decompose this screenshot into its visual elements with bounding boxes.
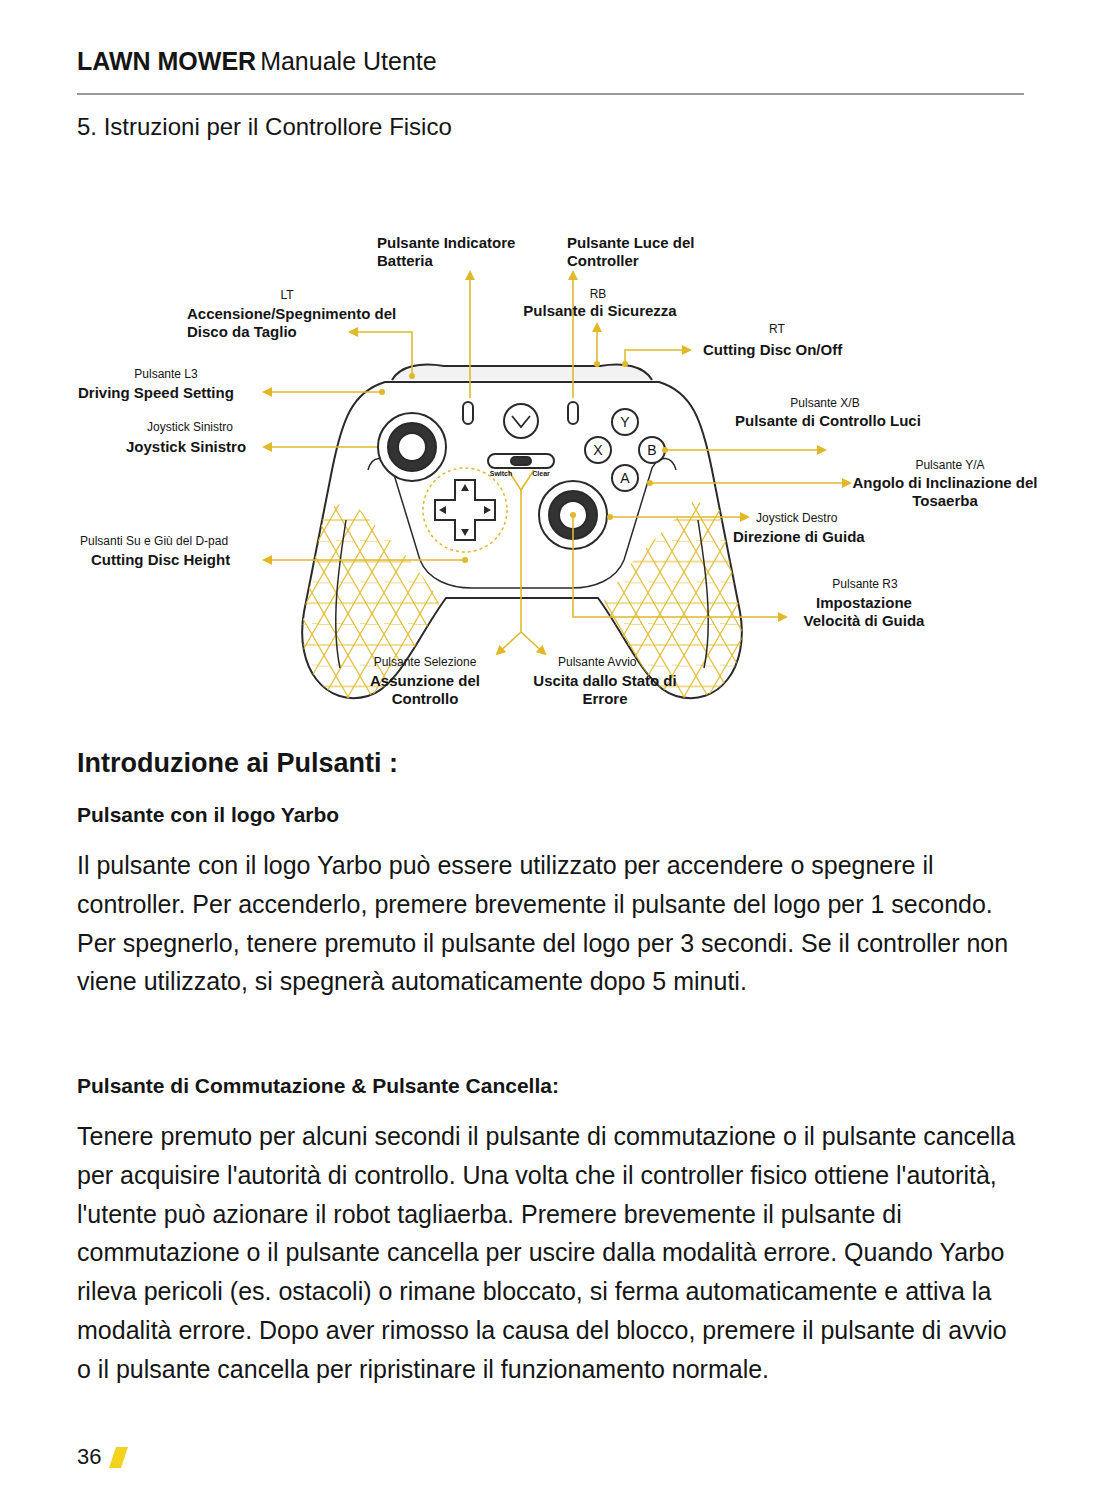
callout-label: Angolo di Inclinazione del Tosaerba [848,474,1042,509]
drawing-part [435,480,495,540]
callout-sublabel: Joystick Destro [756,511,876,525]
drawing-part [568,402,578,424]
drawing-part [639,437,665,463]
switch-marking: Clear [526,470,556,478]
drawing-part [462,557,468,563]
callout-label: Joystick Sinistro [126,438,262,456]
callout-sublabel: Pulsante R3 [820,577,910,591]
callout-label: Driving Speed Setting [78,384,263,402]
subheading: Pulsante di Commutazione & Pulsante Canc… [77,1074,977,1099]
page-header: LAWN MOWERManuale Utente [77,47,437,77]
drawing-part [439,484,491,536]
drawing-part [570,512,576,518]
button-letter: A [613,469,637,487]
drawing-part [521,632,545,654]
drawing-part [392,381,652,383]
page-number: 36 [77,1444,117,1470]
brand-name: LAWN MOWER [77,47,256,77]
drawing-part [625,350,690,364]
drawing-part [662,447,668,453]
drawing-part [612,465,638,491]
drawing-part [300,500,744,710]
drawing-part [300,365,744,710]
callout-sublabel: Pulsante L3 [110,367,222,381]
drawing-part [463,402,473,424]
callout-label: Assunzione del Controllo [358,672,492,707]
callout-sublabel: RB [583,287,613,301]
drawing-part [264,559,465,561]
body-paragraph: Tenere premuto per alcuni secondi il pul… [77,1117,1027,1389]
drawing-part [264,391,382,393]
drawing-part [264,272,850,654]
button-letter: B [640,441,664,459]
callout-label: Direzione di Guida [733,528,903,546]
drawing-part [264,446,377,448]
callout-sublabel: LT [272,288,302,302]
drawing-part [379,361,668,563]
drawing-part [511,457,531,465]
body-paragraph: Il pulsante con il logo Yarbo può essere… [77,846,1027,1001]
callout-sublabel: RT [764,322,790,336]
callout-label: Pulsante di Sicurezza [505,302,695,320]
drawing-part [392,365,652,380]
callout-label: Uscita dallo Stato di Errore [528,672,682,707]
callout-label: Cutting Disc Height [91,551,263,569]
callout-label: Accensione/Spegnimento del Disco da Tagl… [187,305,412,340]
callout-sublabel: Pulsante Selezione [362,655,488,669]
callout-sublabel: Pulsanti Su e Giù del D-pad [80,534,264,548]
button-letter: X [586,441,610,459]
drawing-part [612,409,638,435]
callout-sublabel: Pulsante X/B [775,396,875,410]
drawing-part [572,272,574,398]
drawing-part [520,490,522,632]
drawing-part [665,449,825,451]
drawing-part [585,437,611,463]
drawing-part [698,520,708,668]
drawing-part [423,468,507,552]
drawing-part [504,404,538,438]
drawing-part [594,361,600,367]
section-title: 5. Istruzioni per il Controllore Fisico [77,113,777,141]
drawing-part [77,93,1024,95]
drawing-part [512,416,530,427]
callout-label: Pulsante Indicatore Batteria [377,234,547,269]
callout-sublabel: Pulsante Avvio [558,655,668,669]
drawing-part [488,454,554,468]
drawing-part [596,324,598,364]
drawing-part [647,480,653,486]
callout-sublabel: Joystick Sinistro [128,420,252,434]
drawing-part [497,632,521,654]
callout-label: Cutting Disc On/Off [703,341,893,359]
drawing-part [379,389,385,395]
drawing-part [109,1447,128,1468]
callout-sublabel: Pulsante Y/A [900,458,1000,472]
drawing-part [469,272,471,398]
button-letter: Y [613,413,637,431]
drawing-part [610,516,748,518]
callout-label: Pulsante Luce del Controller [567,234,727,269]
drawing-part [650,482,850,484]
section-heading: Introduzione ai Pulsanti : [77,748,777,780]
drawing-part [622,361,628,367]
callout-label: Impostazione Velocità di Guida [790,594,938,629]
drawing-part [350,332,412,376]
drawing-part [378,413,446,481]
drawing-part [388,423,436,471]
document-name: Manuale Utente [260,47,437,77]
drawing-part [409,373,415,379]
drawing-part [336,520,346,668]
drawing-part [398,433,426,461]
drawing-part [607,514,613,520]
callout-label: Pulsante di Controllo Luci [735,412,965,430]
subheading: Pulsante con il logo Yarbo [77,803,777,828]
switch-marking: Switch [486,470,516,478]
